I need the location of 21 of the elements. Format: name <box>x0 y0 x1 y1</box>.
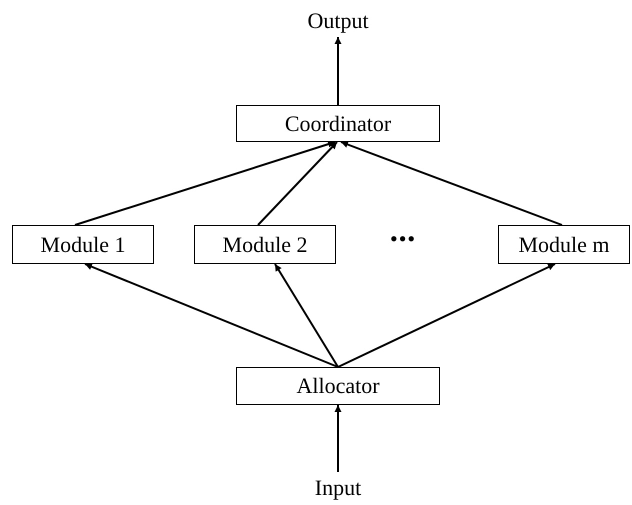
arrow <box>84 263 338 368</box>
arrow <box>257 141 338 226</box>
process-box <box>236 367 440 405</box>
flow-label: Input <box>314 475 362 501</box>
process-box <box>498 225 630 264</box>
arrow <box>334 37 342 105</box>
arrow <box>274 263 339 368</box>
arrow <box>340 141 562 226</box>
box-label: Module m <box>518 232 610 258</box>
process-box <box>12 225 154 264</box>
flow-label: Output <box>307 8 369 34</box>
box-label: Allocator <box>296 373 380 399</box>
arrow <box>338 263 556 368</box>
box-label: Module 2 <box>222 232 308 258</box>
arrow <box>334 405 342 472</box>
arrow <box>74 140 336 226</box>
process-box <box>194 225 336 264</box>
process-box <box>236 105 440 142</box>
ellipsis-label: ••• <box>390 226 416 252</box>
box-label: Module 1 <box>40 232 126 258</box>
box-label: Coordinator <box>284 110 392 136</box>
